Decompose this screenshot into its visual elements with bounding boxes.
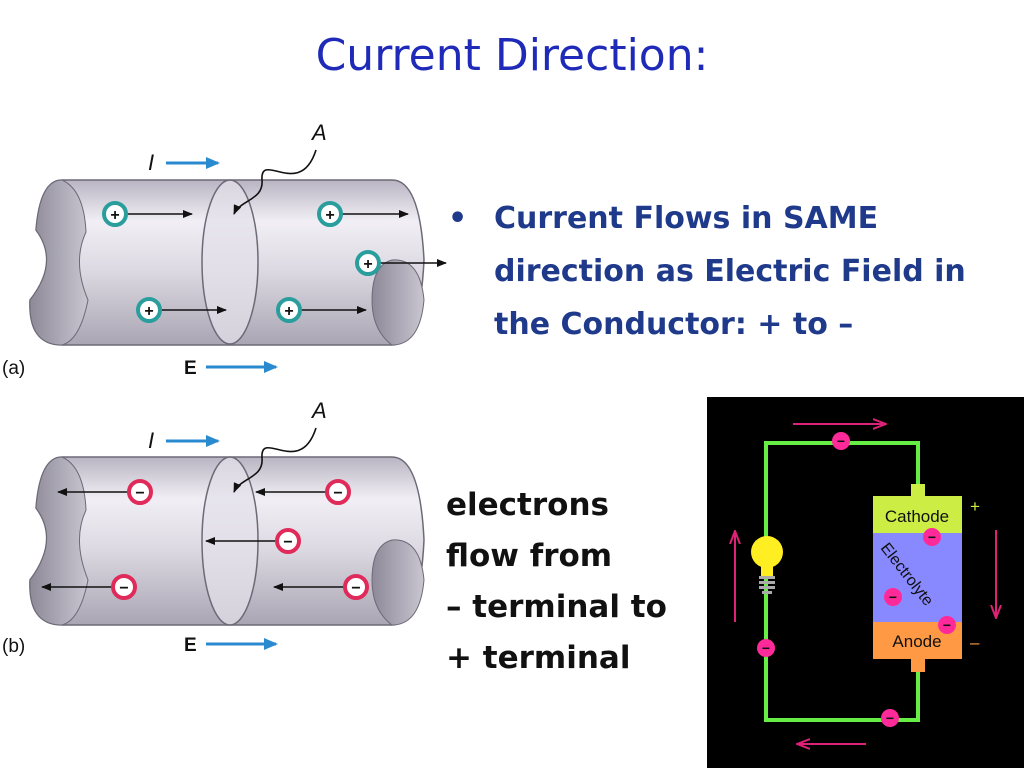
conductor-right-end — [371, 539, 425, 626]
area-pointer — [233, 149, 317, 215]
field-label: E — [184, 358, 197, 379]
positive-charge — [317, 201, 343, 227]
plus-terminal-sign: + — [970, 497, 980, 516]
negative-charge — [127, 479, 153, 505]
electron-sign: − — [889, 589, 897, 605]
charge-sign: + — [325, 207, 334, 224]
conductor-left-end — [29, 456, 89, 626]
negative-charge — [275, 528, 301, 554]
electron-sign: − — [837, 433, 845, 449]
electron — [881, 709, 899, 727]
circuit-background — [707, 397, 1024, 768]
electron-line-1: electrons — [446, 487, 609, 523]
cathode-block — [873, 496, 962, 533]
charge-sign: − — [135, 485, 144, 502]
positive-charge — [355, 250, 381, 276]
cathode-label: Cathode — [885, 507, 949, 526]
negative-charge — [343, 574, 369, 600]
electron — [757, 639, 775, 657]
electron — [938, 616, 956, 634]
charge-sign: + — [284, 303, 293, 320]
light-bulb-icon — [751, 536, 783, 594]
current-label: I — [148, 428, 154, 453]
battery-circuit: Cathode Electrolyte Anode + – − − — [707, 397, 1024, 768]
minus-terminal-sign: – — [970, 633, 980, 652]
positive-charge — [276, 297, 302, 323]
area-pointer — [233, 427, 317, 493]
area-label: A — [310, 120, 327, 145]
figure-b: A I − − − − − (b) E — [2, 398, 425, 657]
charge-group-a: + + + + + — [102, 201, 447, 323]
electron-sign: − — [928, 529, 936, 545]
charge-sign: − — [351, 580, 360, 597]
bullet-line-2: direction as Electric Field in — [494, 254, 966, 289]
cross-section-area — [201, 179, 259, 345]
electron-line-2: flow from — [446, 538, 613, 574]
circuit-electrons: − − − − − − — [757, 432, 956, 727]
cathode-terminal — [911, 484, 925, 498]
area-label: A — [310, 398, 327, 423]
positive-charge — [102, 201, 128, 227]
panel-label-b: (b) — [2, 636, 25, 657]
current-label: I — [148, 150, 154, 175]
negative-charge — [111, 574, 137, 600]
conductor-left-end — [29, 179, 89, 346]
charge-sign: − — [119, 580, 128, 597]
conductor-right-end — [371, 259, 425, 346]
charge-sign: + — [363, 256, 372, 273]
electron — [832, 432, 850, 450]
electron-flow-text: electrons flow from – terminal to + term… — [446, 480, 706, 684]
electron-line-4: + terminal — [446, 640, 631, 676]
electron-line-3: – terminal to — [446, 589, 667, 625]
electron — [884, 588, 902, 606]
charge-sign: − — [283, 534, 292, 551]
field-label: E — [184, 635, 197, 656]
panel-label-a: (a) — [2, 358, 25, 379]
charge-sign: + — [110, 207, 119, 224]
anode-terminal — [911, 658, 925, 672]
electron — [923, 528, 941, 546]
negative-charge — [325, 479, 351, 505]
electrolyte-block — [873, 533, 962, 622]
bullet-line-3: the Conductor: + to – — [494, 307, 854, 342]
slide-title: Current Direction: — [315, 30, 709, 81]
electron-sign: − — [886, 710, 894, 726]
bullet-line-1: Current Flows in SAME — [494, 201, 879, 236]
figure-a: A I + + + + + (a) E — [2, 120, 447, 379]
bullet-marker: • — [448, 201, 468, 236]
charge-group-b: − − − − − — [41, 479, 369, 600]
positive-charge — [136, 297, 162, 323]
charge-sign: + — [144, 303, 153, 320]
anode-label: Anode — [892, 632, 941, 651]
electron-sign: − — [943, 617, 951, 633]
charge-sign: − — [333, 485, 342, 502]
bullet-text: Current Flows in SAME direction as Elect… — [494, 192, 1014, 351]
electron-sign: − — [762, 640, 770, 656]
